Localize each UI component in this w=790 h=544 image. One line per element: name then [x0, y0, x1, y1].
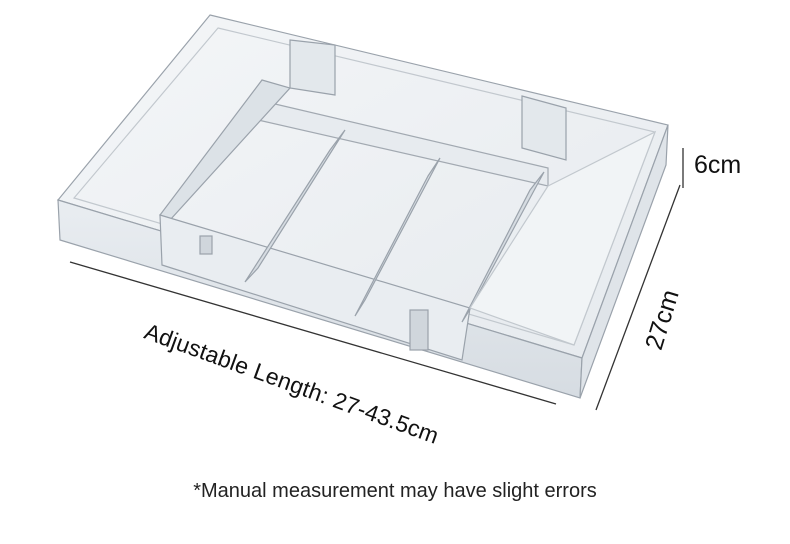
height-dimension-label: 6cm	[694, 151, 742, 179]
insert-back-panel	[289, 39, 336, 96]
tray-right-wall	[579, 124, 669, 399]
organizer-tray	[56, 14, 669, 399]
measurement-footnote: *Manual measurement may have slight erro…	[193, 480, 597, 502]
length-dimension-line	[69, 261, 557, 405]
depth-dimension-line	[595, 184, 681, 411]
dimension-lines	[69, 148, 684, 411]
insert-front-wall	[159, 214, 471, 361]
right-compartment-floor	[469, 130, 657, 346]
clip-2	[409, 309, 429, 351]
divider-1	[244, 129, 346, 283]
clip-1	[199, 235, 213, 255]
divider-2	[354, 157, 441, 317]
insert-side-panel	[521, 95, 567, 161]
